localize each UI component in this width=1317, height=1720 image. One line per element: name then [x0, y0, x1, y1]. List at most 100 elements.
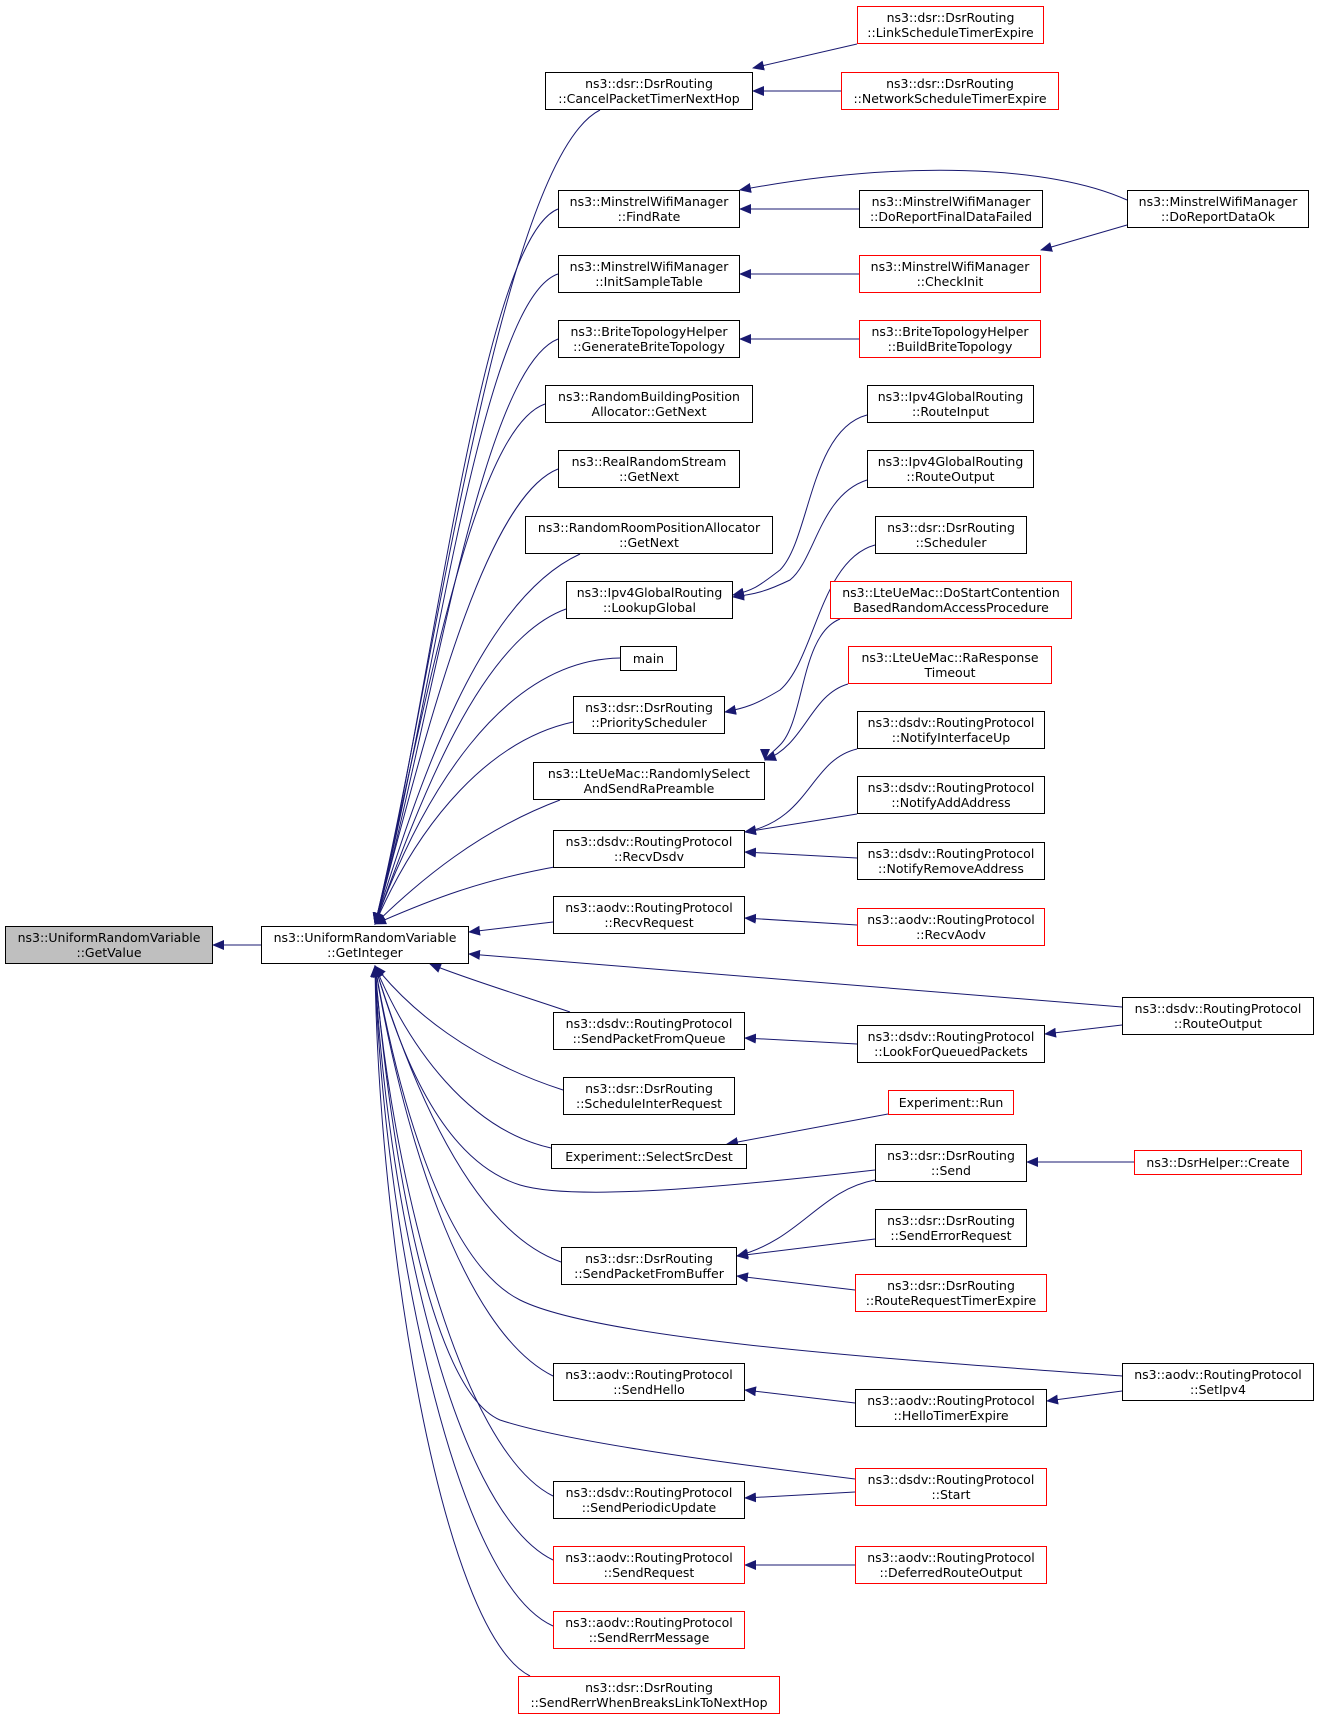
- node-notifyinterfaceup[interactable]: ns3::dsdv::RoutingProtocol ::NotifyInter…: [857, 711, 1045, 749]
- node-sendpacketfromqueue[interactable]: ns3::dsdv::RoutingProtocol ::SendPacketF…: [553, 1012, 745, 1050]
- node-scheduler[interactable]: ns3::dsr::DsrRouting ::Scheduler: [875, 516, 1027, 554]
- node-setipv4[interactable]: ns3::aodv::RoutingProtocol ::SetIpv4: [1122, 1363, 1314, 1401]
- node-notifyaddaddress[interactable]: ns3::dsdv::RoutingProtocol ::NotifyAddAd…: [857, 776, 1045, 814]
- node-buildbrite[interactable]: ns3::BriteTopologyHelper ::BuildBriteTop…: [859, 320, 1041, 358]
- edge-start-to-getinteger: [370, 965, 856, 1480]
- node-getinteger[interactable]: ns3::UniformRandomVariable ::GetInteger: [261, 926, 469, 964]
- node-hellotimer[interactable]: ns3::aodv::RoutingProtocol ::HelloTimerE…: [855, 1389, 1047, 1427]
- node-randombuilding[interactable]: ns3::RandomBuildingPosition Allocator::G…: [545, 385, 753, 423]
- node-cancelpacket-line1: ns3::dsr::DsrRouting: [585, 76, 713, 91]
- node-scheduler-line1: ns3::dsr::DsrRouting: [887, 520, 1015, 535]
- node-setipv4-line2: ::SetIpv4: [1190, 1382, 1246, 1397]
- node-experimentrun[interactable]: Experiment::Run: [888, 1090, 1014, 1115]
- node-sendrequest[interactable]: ns3::aodv::RoutingProtocol ::SendRequest: [553, 1546, 745, 1584]
- node-experimentrun-line1: Experiment::Run: [898, 1095, 1004, 1110]
- node-selectsrcdest[interactable]: Experiment::SelectSrcDest: [551, 1144, 747, 1169]
- node-linkschedule-line2: ::LinkScheduleTimerExpire: [867, 25, 1034, 40]
- node-routeoutputdsdv[interactable]: ns3::dsdv::RoutingProtocol ::RouteOutput: [1122, 997, 1314, 1035]
- node-lookupglobal[interactable]: ns3::Ipv4GlobalRouting ::LookupGlobal: [566, 581, 733, 619]
- node-lookforqueued[interactable]: ns3::dsdv::RoutingProtocol ::LookForQueu…: [857, 1025, 1045, 1063]
- node-lookforqueued-line2: ::LookForQueuedPackets: [874, 1044, 1028, 1059]
- node-routeoutput4-line1: ns3::Ipv4GlobalRouting: [877, 454, 1024, 469]
- node-randomroom-line1: ns3::RandomRoomPositionAllocator: [537, 520, 761, 535]
- node-sendrerr-line1: ns3::aodv::RoutingProtocol: [565, 1615, 733, 1630]
- node-doreportfinal-line1: ns3::MinstrelWifiManager: [871, 194, 1031, 209]
- edge-routeoutputdsdv-to-lookforqueued: [1044, 1024, 1123, 1038]
- node-routeoutput4[interactable]: ns3::Ipv4GlobalRouting ::RouteOutput: [867, 450, 1034, 488]
- node-getvalue-line2: ::GetValue: [76, 945, 142, 960]
- edge-sendrerrwhen-to-getinteger: [370, 965, 531, 1677]
- node-doreportfinal[interactable]: ns3::MinstrelWifiManager ::DoReportFinal…: [859, 190, 1043, 228]
- edge-recvdsdv-to-getinteger: [374, 865, 561, 925]
- node-scheduleinter-line2: ::ScheduleInterRequest: [576, 1096, 722, 1111]
- edge-sendpacketfromqueue-to-getinteger: [429, 963, 571, 1013]
- node-randombuilding-line2: Allocator::GetNext: [591, 404, 707, 419]
- node-sendrerrwhen-line1: ns3::dsr::DsrRouting: [585, 1680, 713, 1695]
- node-recvaodv[interactable]: ns3::aodv::RoutingProtocol ::RecvAodv: [857, 908, 1045, 946]
- node-recvdsdv-line2: ::RecvDsdv: [614, 849, 684, 864]
- node-scheduleinter[interactable]: ns3::dsr::DsrRouting ::ScheduleInterRequ…: [563, 1077, 735, 1115]
- node-sendhello[interactable]: ns3::aodv::RoutingProtocol ::SendHello: [553, 1363, 745, 1401]
- node-dostartcontention-line1: ns3::LteUeMac::DoStartContention: [842, 585, 1060, 600]
- node-doreportok[interactable]: ns3::MinstrelWifiManager ::DoReportDataO…: [1127, 190, 1309, 228]
- node-main[interactable]: main: [620, 646, 677, 671]
- node-checkinit[interactable]: ns3::MinstrelWifiManager ::CheckInit: [859, 255, 1041, 293]
- edge-routeinput-to-lookupglobal: [732, 414, 868, 598]
- node-dsrhelpercreate[interactable]: ns3::DsrHelper::Create: [1134, 1150, 1302, 1175]
- node-generatebrite-line1: ns3::BriteTopologyHelper: [570, 324, 728, 339]
- node-findrate[interactable]: ns3::MinstrelWifiManager ::FindRate: [558, 190, 740, 228]
- node-routeinput[interactable]: ns3::Ipv4GlobalRouting ::RouteInput: [867, 385, 1034, 423]
- edge-send-to-sendpacketfrombuffer: [736, 1179, 876, 1259]
- node-lookforqueued-line1: ns3::dsdv::RoutingProtocol: [867, 1029, 1035, 1044]
- node-initsample-line1: ns3::MinstrelWifiManager: [569, 259, 729, 274]
- node-sendpacketfrombuffer-line1: ns3::dsr::DsrRouting: [585, 1251, 713, 1266]
- edge-initsample-to-getinteger: [373, 273, 559, 925]
- edge-doreportok-to-findrate: [739, 169, 1128, 201]
- node-start-line2: ::Start: [931, 1487, 971, 1502]
- edge-sendhello-to-getinteger: [371, 965, 554, 1377]
- node-notifyremoveaddress[interactable]: ns3::dsdv::RoutingProtocol ::NotifyRemov…: [857, 842, 1045, 880]
- node-networkschedule-line2: ::NetworkScheduleTimerExpire: [853, 91, 1047, 106]
- node-sendperiodic-line1: ns3::dsdv::RoutingProtocol: [565, 1485, 733, 1500]
- node-raresponse[interactable]: ns3::LteUeMac::RaResponse Timeout: [848, 646, 1052, 684]
- node-sendrerr[interactable]: ns3::aodv::RoutingProtocol ::SendRerrMes…: [553, 1611, 745, 1649]
- edge-findrate-to-getinteger: [372, 208, 559, 925]
- node-priorityscheduler[interactable]: ns3::dsr::DsrRouting ::PriorityScheduler: [573, 696, 725, 734]
- node-routerequesttimer-line1: ns3::dsr::DsrRouting: [887, 1278, 1015, 1293]
- node-sendperiodic[interactable]: ns3::dsdv::RoutingProtocol ::SendPeriodi…: [553, 1481, 745, 1519]
- node-dsrhelpercreate-line1: ns3::DsrHelper::Create: [1146, 1155, 1290, 1170]
- node-linkschedule[interactable]: ns3::dsr::DsrRouting ::LinkScheduleTimer…: [857, 6, 1044, 44]
- node-recvaodv-line1: ns3::aodv::RoutingProtocol: [867, 912, 1035, 927]
- node-dostartcontention[interactable]: ns3::LteUeMac::DoStartContention BasedRa…: [830, 581, 1072, 619]
- node-recvdsdv[interactable]: ns3::dsdv::RoutingProtocol ::RecvDsdv: [553, 830, 745, 868]
- edge-sendrequest-to-getinteger: [370, 965, 554, 1561]
- node-generatebrite[interactable]: ns3::BriteTopologyHelper ::GenerateBrite…: [558, 320, 740, 358]
- node-cancelpacket[interactable]: ns3::dsr::DsrRouting ::CancelPacketTimer…: [545, 72, 753, 110]
- node-realrandom[interactable]: ns3::RealRandomStream ::GetNext: [558, 450, 740, 488]
- node-recvrequest[interactable]: ns3::aodv::RoutingProtocol ::RecvRequest: [553, 896, 745, 934]
- node-initsample[interactable]: ns3::MinstrelWifiManager ::InitSampleTab…: [558, 255, 740, 293]
- edge-sendrerr-to-getinteger: [370, 965, 554, 1627]
- node-send[interactable]: ns3::dsr::DsrRouting ::Send: [875, 1144, 1027, 1182]
- node-start[interactable]: ns3::dsdv::RoutingProtocol ::Start: [855, 1468, 1047, 1506]
- node-senderrorrequest[interactable]: ns3::dsr::DsrRouting ::SendErrorRequest: [875, 1209, 1027, 1247]
- node-routerequesttimer[interactable]: ns3::dsr::DsrRouting ::RouteRequestTimer…: [855, 1274, 1047, 1312]
- node-recvaodv-line2: ::RecvAodv: [916, 927, 986, 942]
- node-sendpacketfromqueue-line2: ::SendPacketFromQueue: [572, 1031, 726, 1046]
- node-randomlyselect[interactable]: ns3::LteUeMac::RandomlySelect AndSendRaP…: [533, 762, 765, 800]
- node-hellotimer-line2: ::HelloTimerExpire: [893, 1408, 1009, 1423]
- node-getvalue: ns3::UniformRandomVariable ::GetValue: [5, 926, 213, 964]
- node-doreportok-line1: ns3::MinstrelWifiManager: [1138, 194, 1298, 209]
- node-routeinput-line1: ns3::Ipv4GlobalRouting: [877, 389, 1024, 404]
- node-sendpacketfrombuffer[interactable]: ns3::dsr::DsrRouting ::SendPacketFromBuf…: [561, 1247, 737, 1285]
- node-randomroom[interactable]: ns3::RandomRoomPositionAllocator ::GetNe…: [525, 516, 773, 554]
- node-networkschedule[interactable]: ns3::dsr::DsrRouting ::NetworkScheduleTi…: [841, 72, 1059, 110]
- node-deferredroute[interactable]: ns3::aodv::RoutingProtocol ::DeferredRou…: [855, 1546, 1047, 1584]
- node-sendpacketfromqueue-line1: ns3::dsdv::RoutingProtocol: [565, 1016, 733, 1031]
- edge-sendperiodic-to-getinteger: [370, 965, 554, 1497]
- node-sendrerrwhen[interactable]: ns3::dsr::DsrRouting ::SendRerrWhenBreak…: [518, 1676, 780, 1714]
- node-notifyinterfaceup-line1: ns3::dsdv::RoutingProtocol: [867, 715, 1035, 730]
- node-send-line1: ns3::dsr::DsrRouting: [887, 1148, 1015, 1163]
- edge-start-to-sendperiodic: [744, 1491, 856, 1503]
